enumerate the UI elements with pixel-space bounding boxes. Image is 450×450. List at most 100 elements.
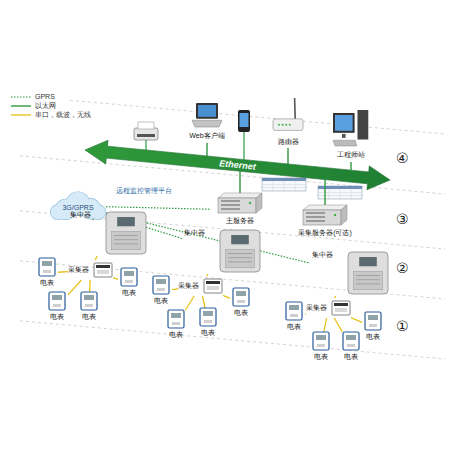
- connector: [95, 256, 97, 260]
- conc-icon: [220, 230, 260, 272]
- node-label: 工程师站: [326, 150, 376, 160]
- connector: [334, 318, 342, 332]
- electric-meter: 电表: [118, 268, 140, 298]
- meter-display: [156, 279, 166, 284]
- concentrator-panel: [112, 231, 141, 249]
- legend: GPRS以太网串口，载波，无线: [10, 92, 91, 119]
- collector-case: [204, 279, 222, 293]
- node-label: 电表: [230, 308, 252, 318]
- concentrator-case: [348, 252, 388, 294]
- server-side: [341, 205, 347, 225]
- power-light: [249, 202, 251, 204]
- node-label: 电表: [118, 288, 140, 298]
- meter-case: [343, 332, 359, 350]
- meter-display: [124, 271, 134, 276]
- ethernet-wire: [145, 140, 146, 150]
- node-label: 电表: [165, 330, 187, 340]
- connector: [113, 278, 118, 280]
- node-label: 电表: [362, 332, 384, 342]
- keyboard: [333, 140, 357, 146]
- meter-display: [316, 335, 326, 340]
- concentrator-panel: [354, 271, 383, 289]
- meter-terminal: [347, 344, 355, 347]
- legend-row: 以太网: [10, 101, 91, 110]
- drive-bay: [221, 204, 240, 206]
- collector-label: [207, 286, 219, 290]
- meter-display: [52, 295, 62, 300]
- meter-display: [203, 311, 213, 316]
- node-label: Ethernet: [85, 144, 390, 186]
- connector: [68, 280, 81, 295]
- printer-slot: [137, 134, 155, 137]
- meter-case: [365, 312, 381, 330]
- drive-bay: [306, 220, 325, 222]
- node-label: 集中器: [184, 228, 205, 238]
- meter-case: [121, 268, 137, 286]
- server-body: [218, 198, 256, 213]
- drive-bay: [221, 200, 240, 202]
- meter-display: [368, 315, 378, 320]
- electric-meter: 电表: [340, 332, 362, 362]
- connector: [106, 207, 210, 210]
- connector: [203, 296, 205, 308]
- collector: 采集器: [68, 260, 113, 280]
- router: 路由器: [268, 98, 308, 148]
- callout-number: ②: [396, 260, 409, 277]
- electric-meter: 电表: [165, 310, 187, 340]
- monitor-screen: [335, 115, 353, 131]
- drive-bay: [221, 208, 240, 210]
- engineer-station: 工程师站: [326, 110, 376, 162]
- collector-label: [97, 270, 109, 274]
- meter-display: [171, 313, 181, 318]
- callout-number: ④: [396, 150, 409, 167]
- router-body: [273, 119, 303, 131]
- drive-bay: [306, 212, 325, 214]
- concentrator-case: [106, 212, 146, 254]
- legend-text: 串口，载波，无线: [35, 110, 91, 119]
- laptop-lid: [196, 103, 218, 119]
- meter-icon: [343, 332, 359, 350]
- meter-icon: [200, 308, 216, 326]
- monitor: [333, 113, 355, 133]
- legend-row: 串口，载波，无线: [10, 110, 91, 119]
- collector-case: [94, 263, 112, 277]
- meter-display: [289, 305, 299, 310]
- legend-line: [11, 96, 31, 97]
- monitor-stand: [342, 134, 346, 138]
- laptop-screen: [198, 105, 216, 117]
- concentrator-case: [220, 230, 260, 272]
- connector: [324, 318, 327, 332]
- connector: [58, 271, 68, 273]
- meter-icon: [233, 288, 249, 306]
- concentrator-screen: [359, 257, 377, 266]
- meter-case: [313, 332, 329, 350]
- collector: 采集器: [178, 276, 223, 296]
- ethernet-arrow: [85, 140, 390, 190]
- server-top: [303, 205, 347, 210]
- node-label: 电表: [197, 328, 219, 338]
- meter-case: [39, 258, 55, 276]
- meter-icon: [121, 268, 137, 286]
- phone-icon: [238, 110, 250, 160]
- connector: [223, 295, 230, 298]
- coll-icon: [332, 301, 350, 315]
- collector-case: [332, 301, 350, 315]
- server-top: [218, 193, 262, 198]
- meter-icon: [49, 292, 65, 310]
- legend-swatch: [10, 102, 32, 110]
- terminal-row: [114, 239, 138, 240]
- layer-divider: [20, 100, 445, 359]
- electric-meter: 电表: [197, 308, 219, 338]
- meter-case: [153, 276, 169, 294]
- ethernet-wire: [243, 132, 244, 160]
- collection-server: 采集服务器(可选): [288, 205, 362, 239]
- concentrator-screen: [231, 235, 249, 244]
- collector-strip: [206, 281, 220, 284]
- terminal-row: [228, 261, 252, 262]
- connector: [324, 180, 325, 205]
- legend-line: [11, 114, 31, 115]
- meter-terminal: [317, 344, 325, 347]
- meter-terminal: [172, 322, 180, 325]
